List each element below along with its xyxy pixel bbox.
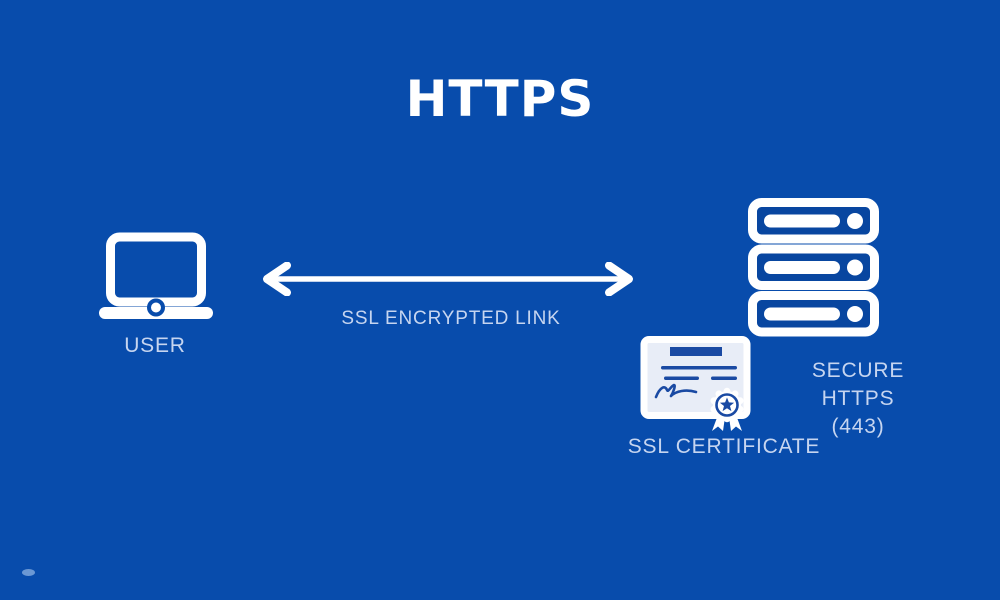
laptop-icon [98, 232, 214, 325]
double-headed-arrow-icon [260, 261, 636, 301]
page-title: HTTPS [405, 70, 595, 128]
user-label: USER [124, 334, 186, 357]
server-label-line1: SECURE HTTPS [811, 359, 905, 410]
connection-label: SSL ENCRYPTED LINK [341, 308, 561, 329]
server-label: SECURE HTTPS (443) [773, 357, 943, 441]
server-label-line2: (443) [831, 415, 885, 438]
certificate-label: SSL CERTIFICATE [627, 435, 821, 458]
certificate-seal-icon [640, 334, 754, 441]
artifact-mark [22, 569, 35, 576]
server-stack-icon [748, 198, 879, 342]
